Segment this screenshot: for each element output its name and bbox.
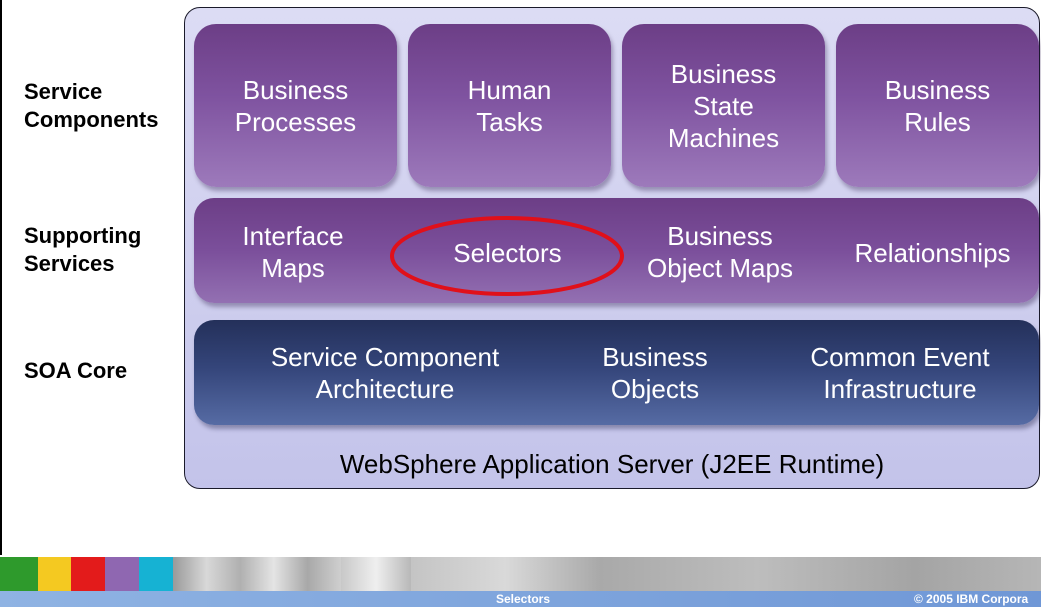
relationships-label: Relationships [854,238,1011,268]
footer-bar: Selectors © 2005 IBM Corpora [0,591,1041,607]
business-state-machines-box: Business State Machines [622,24,825,187]
selectors-label: Selectors [453,238,562,268]
footer-copyright: © 2005 IBM Corpora [914,592,1029,606]
footer-title: Selectors [496,592,551,606]
business-rules-label: Business Rules [884,74,991,137]
cyan-swatch [139,557,173,591]
platform-label: WebSphere Application Server (J2EE Runti… [339,449,885,479]
business-object-maps-label: Business Object Maps [647,221,793,283]
business-processes-label: Business Processes [234,74,357,137]
photo-collage-strip [173,557,341,591]
row-label-service-components: Service Components [24,79,159,132]
human-tasks-label: Human Tasks [467,74,552,137]
footer-color-strip [0,557,1041,591]
business-processes-box: Business Processes [194,24,397,187]
business-objects-label: Business Objects [602,342,708,404]
human-tasks-box: Human Tasks [408,24,611,187]
sca-label: Service Component Architecture [270,342,500,404]
business-rules-box: Business Rules [836,24,1039,187]
left-border-line [0,0,2,555]
interface-maps-label: Interface Maps [242,221,344,283]
row-label-soa-core: SOA Core [24,358,128,383]
grey-gradient-strip [411,557,1041,591]
green-swatch [0,557,38,591]
supporting-services-band [194,198,1039,303]
cei-label: Common Event Infrastructure [810,342,990,404]
red-swatch [71,557,105,591]
purple-swatch [105,557,139,591]
grey-texture-strip [341,557,411,591]
yellow-swatch [38,557,71,591]
selectors-highlight-ellipse [390,216,624,296]
row-label-supporting-services: Supporting Services [24,223,142,276]
soa-core-band [194,320,1039,425]
business-state-machines-label: Business State Machines [667,58,780,153]
